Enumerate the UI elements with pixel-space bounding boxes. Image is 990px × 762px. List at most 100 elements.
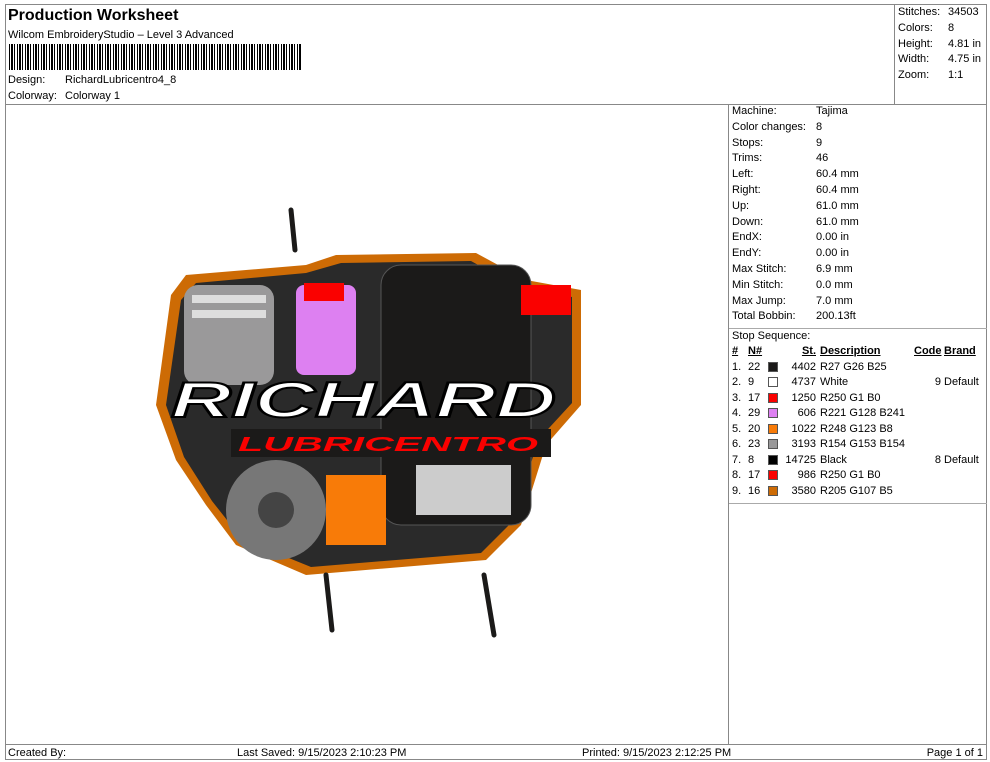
summary-label: Height:: [898, 37, 933, 50]
stop-sequence-title: Stop Sequence:: [732, 330, 811, 343]
machine-value: 7.0 mm: [816, 294, 853, 307]
machine-value: 60.4 mm: [816, 183, 859, 196]
stop-index: 3.: [732, 391, 742, 404]
barcode: [9, 44, 301, 70]
swatch-cell: [768, 453, 782, 469]
oil-bottle: [296, 285, 356, 375]
table-row: 1. 22 4402 R27 G26 B25: [732, 360, 986, 376]
swatch-cell: [768, 422, 782, 438]
machine-label: Machine:: [732, 105, 777, 117]
stitch-count: 606: [797, 407, 816, 420]
summary-row: Height: 4.81 in: [895, 37, 987, 53]
color-swatch: [768, 408, 778, 419]
stop-index: 7.: [732, 453, 742, 466]
table-row: 7. 8 14725 Black 8 Default: [732, 453, 986, 469]
swatch-cell: [768, 468, 782, 484]
red-bottle: [521, 285, 571, 315]
thread-code: [914, 468, 944, 484]
machine-label: Total Bobbin:: [732, 310, 796, 323]
summary-value: 34503: [948, 6, 979, 18]
summary-row: Colors:8: [895, 21, 987, 37]
swatch-cell: [768, 391, 782, 407]
subtitle-band: [231, 429, 551, 457]
needle-number: 29: [748, 407, 761, 420]
thread-code: [914, 437, 944, 453]
machine-value: 0.0 mm: [816, 278, 853, 291]
summary-label: Colors:: [898, 21, 933, 34]
color-description: R221 G128 B241: [820, 407, 906, 420]
swatch-cell: [768, 406, 782, 422]
color-swatch: [768, 439, 778, 450]
filter-center: [258, 492, 294, 528]
last-saved: Last Saved: 9/15/2023 2:10:23 PM: [237, 747, 407, 759]
color-swatch: [768, 392, 778, 403]
machine-value: 60.4 mm: [816, 168, 859, 181]
color-swatch: [768, 377, 778, 388]
logo-title: RICHARD: [171, 372, 556, 428]
machine-value: 9: [816, 136, 823, 149]
divider: [5, 104, 987, 105]
stitch-count: 3580: [791, 484, 816, 497]
design-preview: RICHARD LUBRICENTRO: [6, 105, 728, 744]
color-swatch: [768, 470, 778, 481]
summary-value: 1:1: [948, 69, 964, 82]
machine-row: Max Jump:7.0 mm: [729, 294, 987, 310]
stitch-count: 4737: [791, 376, 816, 389]
divider: [729, 328, 987, 330]
piston-ring: [192, 295, 266, 303]
stop-index: 2.: [732, 376, 742, 389]
color-swatch: [768, 485, 778, 496]
stop-index: 6.: [732, 438, 742, 451]
machine-row: Machine:Tajima: [729, 104, 987, 120]
machine-row: Left:60.4 mm: [729, 167, 987, 183]
stitch-count: 14725: [785, 453, 816, 466]
thread-brand: Default: [944, 376, 979, 389]
machine-value: 6.9 mm: [816, 262, 853, 275]
machine-row: Trims:46: [729, 151, 987, 167]
summary-row: Zoom: 1:1: [895, 68, 987, 84]
filter-body: [326, 475, 386, 545]
machine-value: 0.00 in: [816, 231, 850, 244]
design-row: Design: RichardLubricentro4_8: [8, 73, 176, 87]
summary-value: 4.81 in: [948, 37, 982, 50]
thread-code: [914, 406, 944, 422]
color-description: White: [820, 376, 849, 389]
machine-row: EndY:0.00 in: [729, 246, 987, 262]
col-brand: Brand: [944, 345, 976, 358]
color-swatch: [768, 454, 778, 465]
needle-number: 8: [748, 453, 755, 466]
table-row: 3. 17 1250 R250 G1 B0: [732, 391, 986, 407]
col-index: #: [732, 345, 739, 358]
design-label: Design:: [8, 74, 46, 86]
machine-value: 0.00 in: [816, 247, 850, 260]
thread-code: [914, 422, 944, 438]
colorway-value: Colorway 1: [65, 90, 121, 102]
thread-brand: [944, 360, 986, 376]
thread-brand: [944, 484, 986, 500]
stop-index: 4.: [732, 407, 742, 420]
thread-brand: [944, 468, 986, 484]
color-description: R205 G107 B5: [820, 484, 893, 497]
canister-label: [416, 465, 511, 515]
summary-row: Stitches:34503: [895, 5, 987, 21]
embroidery-design-image: RICHARD LUBRICENTRO: [156, 207, 581, 638]
thread-drips: [288, 207, 497, 638]
stop-index: 5.: [732, 422, 742, 435]
table-row: 2. 9 4737 White 9 Default: [732, 375, 986, 391]
summary-label: Zoom:: [898, 69, 930, 82]
color-description: R250 G1 B0: [820, 391, 881, 404]
machine-label: EndX:: [732, 231, 762, 244]
machine-label: Trims:: [732, 152, 763, 165]
design-value: RichardLubricentro4_8: [65, 74, 177, 86]
thread-brand: [944, 422, 986, 438]
colorway-row: Colorway:Colorway 1: [8, 89, 120, 103]
bottle-cap: [304, 283, 344, 301]
footer: Created By: Last Saved: 9/15/2023 2:10:2…: [5, 744, 987, 760]
stitch-count: 1022: [791, 422, 816, 435]
machine-row: Up:61.0 mm: [729, 199, 987, 215]
worksheet-header: Production Worksheet Wilcom EmbroiderySt…: [5, 4, 894, 104]
thread-code: 8: [934, 453, 941, 466]
piston-ring: [192, 310, 266, 318]
thread-brand: [944, 437, 986, 453]
